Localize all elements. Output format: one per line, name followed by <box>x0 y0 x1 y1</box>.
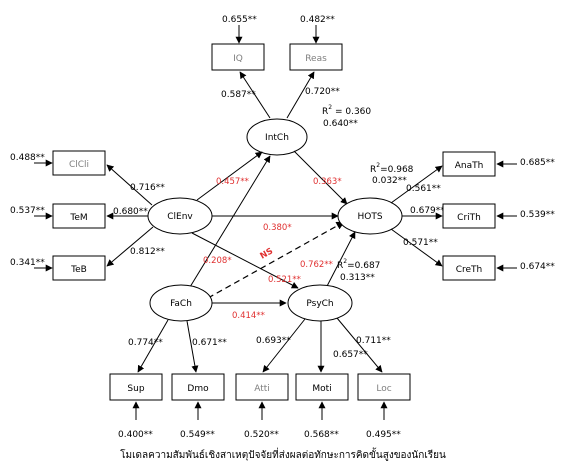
error-loc: 0.495** <box>366 430 401 440</box>
node-iq-label: IQ <box>233 54 243 64</box>
node-loc <box>357 373 411 401</box>
node-creth-label: CreTh <box>456 265 483 275</box>
error-clcli: 0.488** <box>10 153 45 163</box>
node-intch <box>246 118 308 156</box>
node-tem <box>52 203 106 229</box>
loading-tem: 0.680** <box>113 207 148 217</box>
node-iq <box>211 43 265 71</box>
loading-crith: 0.679** <box>410 206 445 216</box>
node-moti-label: Moti <box>312 384 331 394</box>
loading-iq: 0.587** <box>221 90 256 100</box>
node-tem-label: TeM <box>69 213 87 223</box>
node-anath <box>442 151 496 177</box>
coef-clenv-psych: 0.521** <box>268 275 301 285</box>
path-clenv-psych <box>191 232 299 289</box>
loading-anath: 0.561** <box>406 184 441 194</box>
r2-psych-error: 0.313** <box>340 273 375 283</box>
node-clcli-label: ClCli <box>69 160 89 170</box>
node-intch-label: IntCh <box>265 133 289 143</box>
r2-hots-error: 0.032** <box>372 176 407 186</box>
loading-creth: 0.571** <box>403 238 438 248</box>
path-psych-hots <box>324 231 356 291</box>
node-reas-label: Reas <box>305 54 327 64</box>
r2-intch-error: 0.640** <box>323 119 358 129</box>
node-loc-label: Loc <box>376 384 391 394</box>
node-sup-label: Sup <box>127 384 144 394</box>
path-intch-hots <box>293 150 348 205</box>
node-teb-label: TeB <box>70 265 87 275</box>
error-sup: 0.400** <box>118 430 153 440</box>
loading-dmo: 0.671** <box>192 338 227 348</box>
node-sup <box>109 373 163 401</box>
error-dmo: 0.549** <box>180 430 215 440</box>
path-fach-hots <box>207 221 345 299</box>
coef-clenv-hots: 0.380* <box>263 223 292 233</box>
coef-psych-hots: 0.762** <box>300 260 333 270</box>
error-crith: 0.539** <box>520 210 555 220</box>
node-reas <box>289 43 343 71</box>
node-anath-label: AnaTh <box>455 161 484 171</box>
node-crith <box>442 203 496 229</box>
node-fach <box>149 284 213 322</box>
loading-arrow-loc <box>336 317 383 373</box>
loading-teb: 0.812** <box>130 247 165 257</box>
node-psych-label: PsyCh <box>306 299 333 309</box>
node-clcli <box>52 150 106 176</box>
node-atti <box>235 373 289 401</box>
path-fach-intch <box>189 155 271 288</box>
r2-hots: R2=0.968 <box>370 162 414 175</box>
node-crith-label: CriTh <box>457 213 481 223</box>
loading-arrow-atti <box>262 318 306 373</box>
coef-clenv-intch: 0.457** <box>216 177 249 187</box>
loading-clcli: 0.716** <box>130 183 165 193</box>
node-creth <box>442 255 496 281</box>
loading-sup: 0.774** <box>128 338 163 348</box>
r2-psych: R2=0.687 <box>337 258 380 271</box>
node-dmo-label: Dmo <box>187 384 209 394</box>
loading-arrow-iq <box>239 71 271 119</box>
node-fach-label: FaCh <box>170 299 192 309</box>
loading-arrow-teb <box>106 226 154 267</box>
loading-arrow-dmo <box>186 320 199 373</box>
error-tem: 0.537** <box>10 206 45 216</box>
node-hots-label: HOTS <box>357 212 382 222</box>
node-moti <box>295 373 349 401</box>
loading-reas: 0.720** <box>305 87 340 97</box>
coef-intch-hots: 0.363* <box>313 177 342 187</box>
node-clenv-label: ClEnv <box>167 212 193 222</box>
node-psych <box>287 284 353 322</box>
coef-fach-intch: 0.208* <box>203 256 232 266</box>
r2-intch: R2 = 0.360 <box>322 104 371 117</box>
path-clenv-intch <box>196 151 263 201</box>
loading-arrow-clcli <box>106 164 153 206</box>
node-teb <box>52 255 106 281</box>
loading-arrow-creth <box>390 228 443 267</box>
error-anath: 0.685** <box>520 158 555 168</box>
error-reas: 0.482** <box>300 15 335 25</box>
coef-fach-hots: NS <box>259 246 275 261</box>
node-atti-label: Atti <box>254 384 270 394</box>
loading-arrow-sup <box>137 319 169 373</box>
error-teb: 0.341** <box>10 258 45 268</box>
loading-arrow-reas <box>286 71 315 119</box>
error-moti: 0.568** <box>304 430 339 440</box>
error-creth: 0.674** <box>520 262 555 272</box>
error-atti: 0.520** <box>244 430 279 440</box>
node-dmo <box>171 373 225 401</box>
loading-atti: 0.693** <box>256 336 291 346</box>
error-iq: 0.655** <box>222 15 257 25</box>
loading-moti: 0.657** <box>333 350 368 360</box>
loading-arrow-anath <box>390 165 443 204</box>
loading-loc: 0.711** <box>356 336 391 346</box>
coef-fach-psych: 0.414** <box>232 311 265 321</box>
figure-caption: โมเดลความสัมพันธ์เชิงสาเหตุปัจจัยที่ส่งผ… <box>120 447 446 461</box>
